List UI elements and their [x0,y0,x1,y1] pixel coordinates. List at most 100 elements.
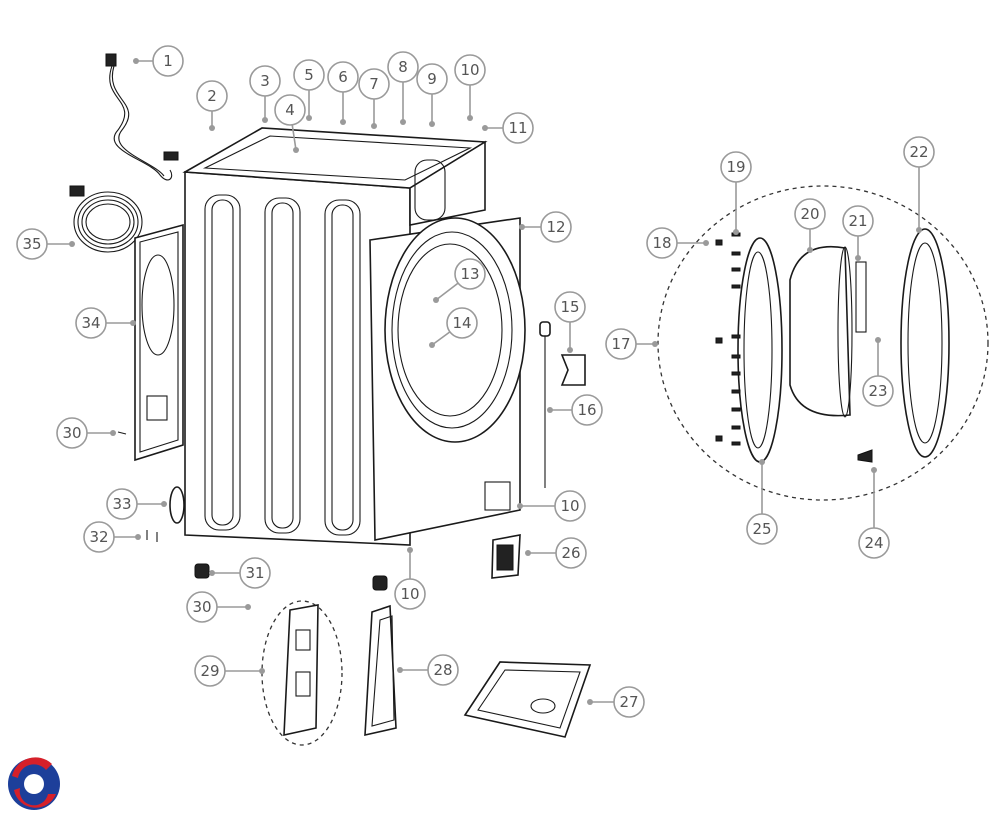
callout-19: 19 [720,151,752,235]
leader-dot [652,341,658,347]
callout-24: 24 [858,467,890,559]
callout-number: 35 [22,235,41,253]
callout-1: 1 [133,45,184,77]
leader-dot [871,467,877,473]
callout-circle [16,228,48,260]
callout-32: 32 [83,521,141,553]
callout-circle [239,557,271,589]
callout-5: 5 [293,59,325,121]
callout-number: 13 [460,265,479,283]
callout-circle [387,51,419,83]
callout-number: 30 [192,598,211,616]
filter-cover-drawing [491,534,521,579]
leader-dot [161,501,167,507]
callout-29: 29 [194,655,265,687]
callout-circle [358,68,390,100]
callout-number: 15 [560,298,579,316]
callout-2: 2 [196,80,228,131]
callout-circle [446,307,478,339]
leader-dot [519,224,525,230]
callout-27: 27 [587,686,645,718]
callout-number: 2 [207,87,217,105]
callout-number: 24 [864,534,883,552]
control-panel-drawing [261,600,397,746]
power-cord-drawing [105,53,179,181]
leader-dot [69,241,75,247]
callout-circle [646,227,678,259]
callout-circle [862,375,894,407]
callout-number: 18 [652,234,671,252]
cabinet-body-drawing [182,127,488,546]
callout-number: 26 [561,544,580,562]
leader-dot [397,667,403,673]
callout-circle [274,94,306,126]
leader-dot [467,115,473,121]
callout-number: 4 [285,101,295,119]
callout-34: 34 [75,307,136,339]
callout-number: 12 [546,218,565,236]
callout-circle [327,61,359,93]
callout-number: 19 [726,158,745,176]
leader-dot [429,121,435,127]
callout-4: 4 [274,94,306,153]
callout-circle [56,417,88,449]
leader-dot [371,123,377,129]
callout-9: 9 [416,63,448,127]
callout-21: 21 [842,205,874,261]
callout-11: 11 [482,112,534,144]
leader-dot [759,459,765,465]
leader-dot [306,115,312,121]
callout-3: 3 [249,65,281,123]
callout-number: 3 [260,72,270,90]
leader-dot [482,125,488,131]
leader-dot [259,668,265,674]
callout-number: 32 [89,528,108,546]
callout-8: 8 [387,51,419,125]
callout-circle [540,211,572,243]
callout-15: 15 [554,291,586,353]
leader-dot [567,347,573,353]
callout-circle [186,591,218,623]
leader-line [435,282,459,301]
callout-circle [842,205,874,237]
leader-dot [875,337,881,343]
callout-20: 20 [794,198,826,253]
leader-dot [245,604,251,610]
door-assembly-drawing [657,185,989,501]
leader-line [291,124,297,151]
callout-18: 18 [646,227,709,259]
callout-circle [720,151,752,183]
callout-14: 14 [429,307,478,348]
callout-circle [454,54,486,86]
callout-30: 30 [56,417,116,449]
callout-number: 23 [868,382,887,400]
callout-number: 16 [577,401,596,419]
leader-dot [433,297,439,303]
callout-number: 27 [619,693,638,711]
callout-10: 10 [394,547,426,610]
callout-28: 28 [397,654,459,686]
callout-circle [293,59,325,91]
callout-circle [555,537,587,569]
callout-number: 29 [200,662,219,680]
inlet-hose-drawing [69,185,143,253]
leader-dot [110,430,116,436]
callout-number: 20 [800,205,819,223]
callout-number: 17 [611,335,630,353]
rod-and-bracket-drawing [539,321,586,488]
callout-circle [427,654,459,686]
callout-circle [605,328,637,360]
front-panel-drawing [369,217,526,541]
callout-circle [249,65,281,97]
callout-circle [554,291,586,323]
callout-10: 10 [454,54,486,121]
leader-dot [407,547,413,553]
leader-dot [209,570,215,576]
callout-circle [554,490,586,522]
callout-number: 9 [427,70,437,88]
callout-number: 30 [62,424,81,442]
small-parts-drawing [117,431,388,591]
callout-number: 31 [245,564,264,582]
callout-circle [502,112,534,144]
